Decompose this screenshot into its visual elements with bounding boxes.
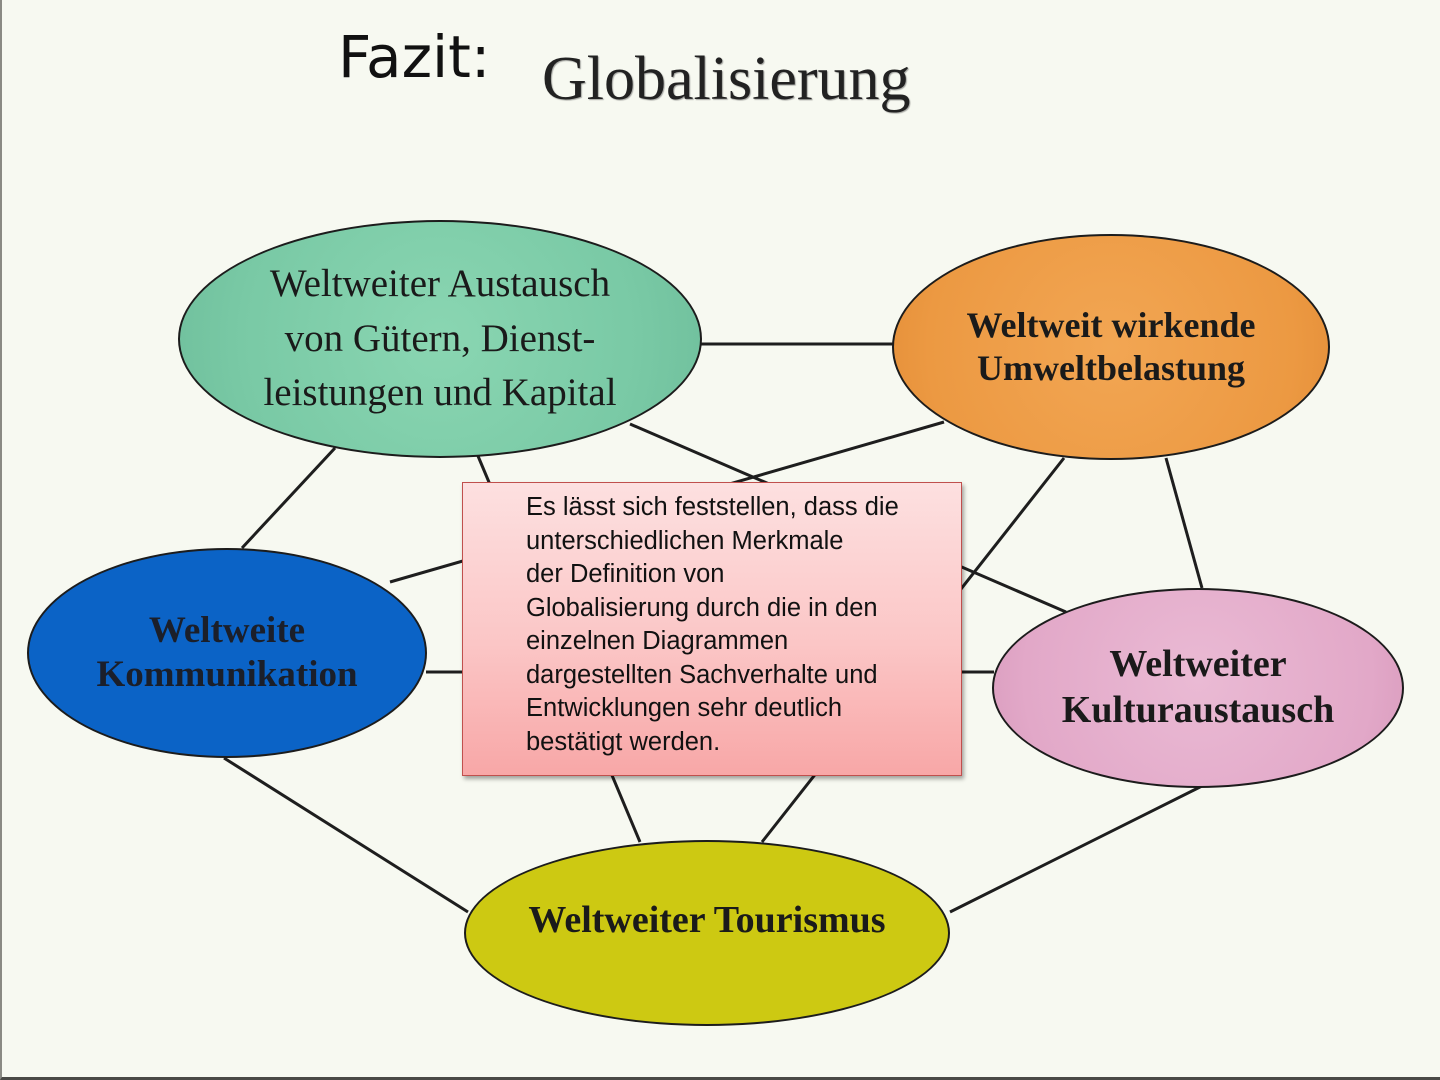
node-cultural-exchange: Weltweiter Kulturaustausch (992, 588, 1404, 788)
node-trade-exchange: Weltweiter Austausch von Gütern, Dienst-… (178, 220, 702, 458)
edge-environment-culture (1164, 457, 1204, 589)
node-communication: Weltweite Kommunikation (27, 548, 427, 758)
summary-text-box: Es lässt sich feststellen, dass die unte… (462, 482, 962, 776)
summary-line: dargestellten Sachverhalte und (526, 660, 878, 689)
node-cultural-exchange-label: Weltweiter Kulturaustausch (1061, 643, 1335, 731)
node-trade-exchange-label: Weltweiter Austausch von Gütern, Dienst-… (263, 262, 617, 415)
summary-line: Globalisierung durch die in den (526, 593, 878, 622)
slide-title-prefix: Fazit: (338, 23, 491, 91)
summary-line: unterschiedlichen Merkmale (526, 526, 844, 555)
slide-title: Globalisierung (542, 45, 911, 113)
node-environmental-impact-label: Weltweit wirkende Umweltbelastung (966, 304, 1256, 388)
node-tourism-label: Weltweiter Tourismus (528, 899, 886, 942)
summary-line: Entwicklungen sehr deutlich (526, 694, 843, 722)
node-environmental-impact: Weltweit wirkende Umweltbelastung (892, 234, 1330, 460)
edge-communication-tourism (223, 756, 469, 914)
node-tourism: Weltweiter Tourismus (464, 840, 950, 1026)
edge-culture-tourism (949, 784, 1203, 914)
summary-line: der Definition von (526, 560, 725, 588)
summary-line: Es lässt sich feststellen, dass die (526, 493, 899, 521)
node-communication-label: Weltweite Kommunikation (96, 609, 358, 695)
summary-line: bestätigt werden. (526, 727, 721, 756)
summary-line: einzelnen Diagrammen (526, 627, 789, 655)
edge-trade-communication (240, 446, 337, 550)
